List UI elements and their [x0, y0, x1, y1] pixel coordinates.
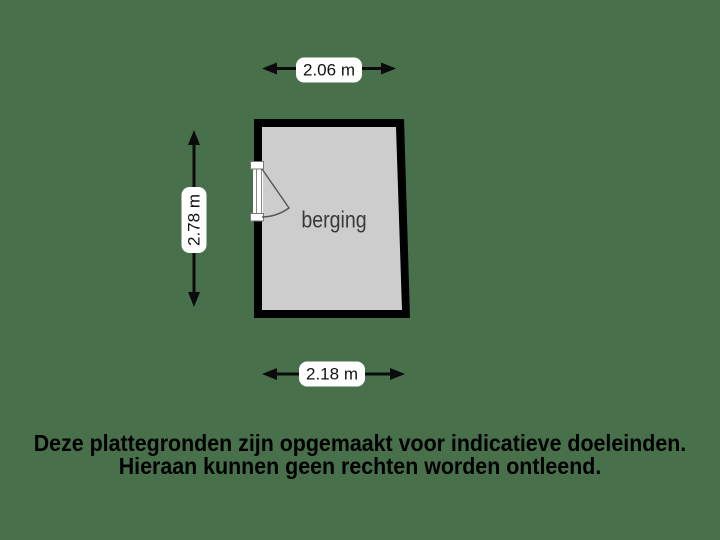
door-jamb-bottom	[250, 213, 264, 222]
disclaimer-line-2: Hieraan kunnen geen rechten worden ontle…	[118, 453, 602, 479]
door-jamb-top	[250, 161, 264, 170]
left-dimension-label: 2.78 m	[181, 187, 207, 253]
door-frame	[256, 168, 262, 215]
bottom-dimension-label: 2.18 m	[299, 361, 365, 387]
door-swing-arc-icon	[261, 168, 290, 218]
top-dimension-label: 2.06 m	[296, 57, 362, 83]
room-name-label: berging	[301, 206, 367, 233]
disclaimer-line-1: Deze plattegronden zijn opgemaakt voor i…	[33, 430, 687, 456]
disclaimer-text: Deze plattegronden zijn opgemaakt voor i…	[25, 432, 695, 478]
room-floor	[262, 127, 402, 310]
